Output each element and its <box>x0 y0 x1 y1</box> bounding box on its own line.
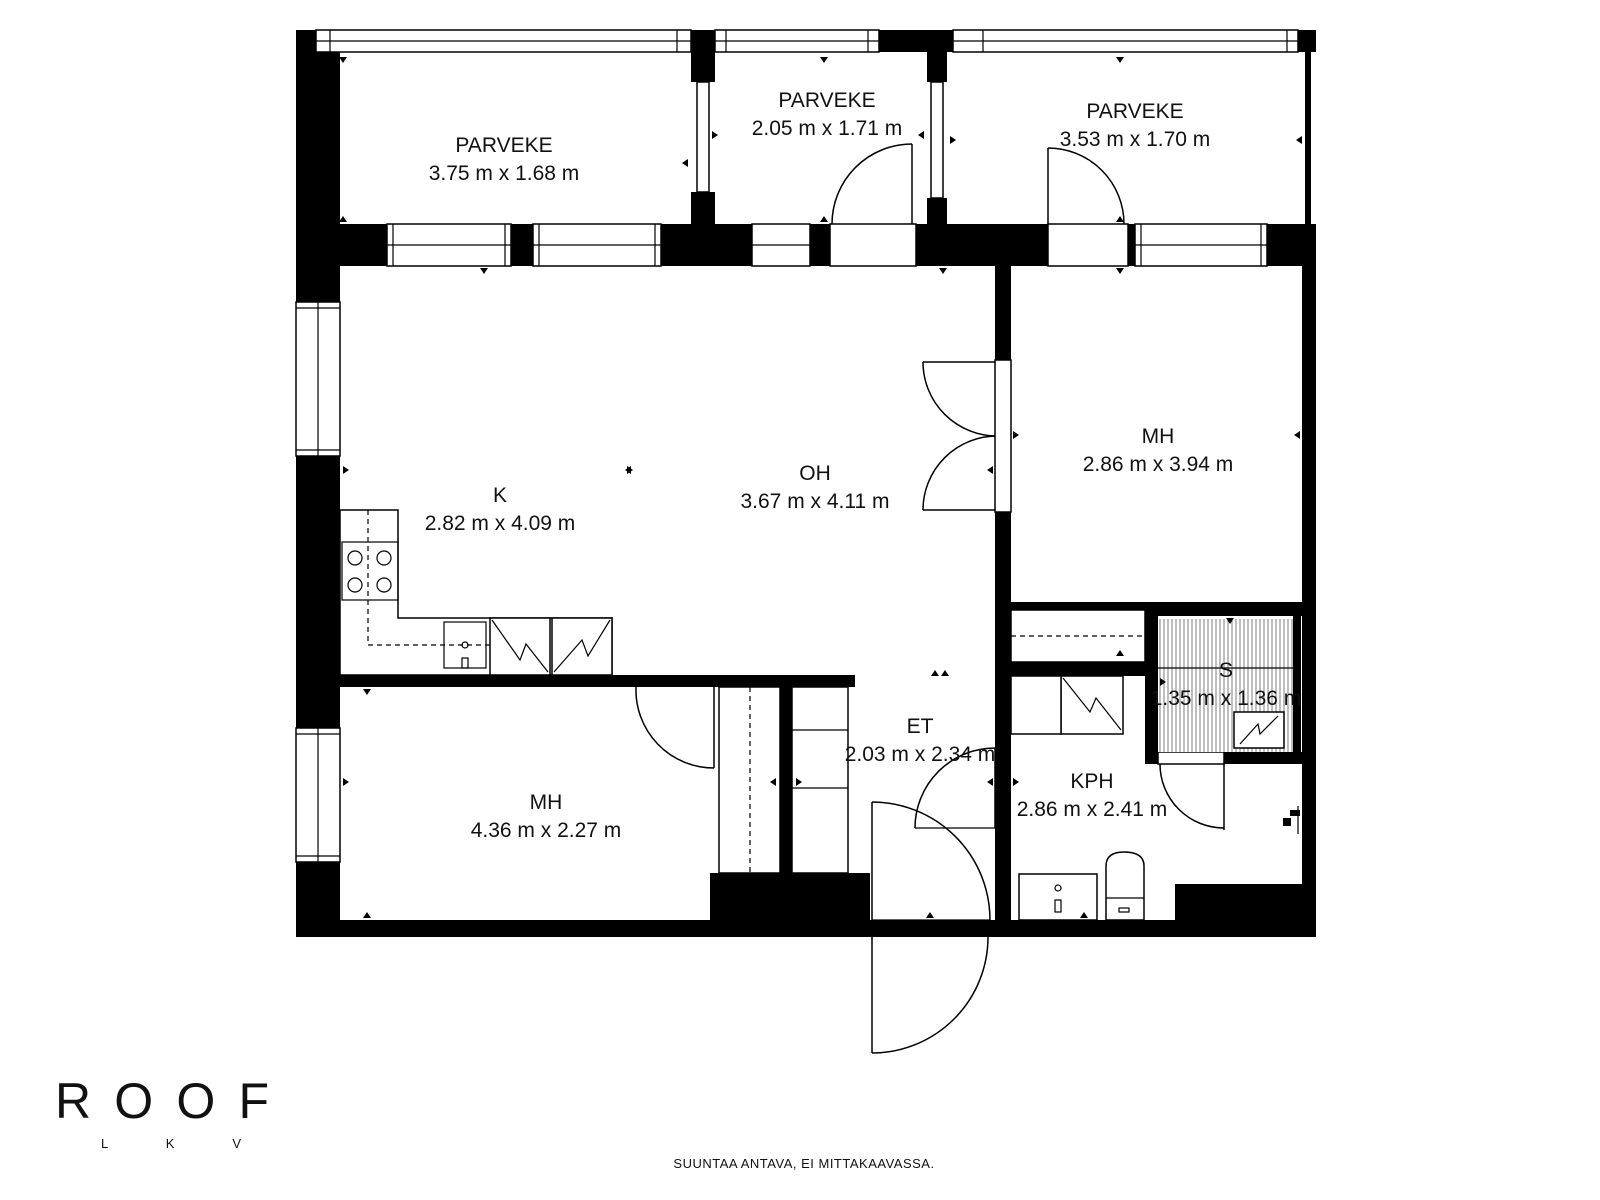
room-name: MH <box>530 791 563 814</box>
dimension-arrow <box>1080 912 1088 918</box>
room-dimensions: 4.36 m x 2.27 m <box>471 819 622 842</box>
room-dimensions: 3.53 m x 1.70 m <box>1060 128 1211 151</box>
dimension-arrow <box>820 216 828 222</box>
room-dimensions: 2.05 m x 1.71 m <box>752 117 903 140</box>
dimension-markers <box>320 57 1302 918</box>
dimension-arrow <box>918 131 924 139</box>
dimension-arrow <box>1226 618 1234 624</box>
room-living: OH 3.67 m x 4.11 m <box>740 462 889 513</box>
room-parveke-right: PARVEKE 3.53 m x 1.70 m <box>1060 100 1211 151</box>
dimension-arrow <box>987 778 993 786</box>
logo-wordmark: ROOF <box>55 1073 277 1129</box>
room-kitchen: K 2.82 m x 4.09 m <box>425 484 576 535</box>
dimension-arrow <box>1013 431 1019 439</box>
windows <box>295 29 1299 863</box>
dimension-arrow <box>339 57 347 63</box>
room-name: K <box>493 484 507 507</box>
room-name: OH <box>799 462 831 485</box>
dimension-arrow <box>950 136 956 144</box>
stove-icon <box>341 541 399 601</box>
room-sauna: S 1.35 m x 1.36 m <box>1151 659 1302 710</box>
dimension-arrow <box>939 268 947 274</box>
dimension-arrow <box>343 466 349 474</box>
dimension-arrow <box>712 131 718 139</box>
room-dimensions: 3.67 m x 4.11 m <box>740 490 889 513</box>
sauna-stove-icon <box>1233 711 1285 749</box>
dimension-arrow <box>627 466 633 474</box>
room-parveke-left: PARVEKE 3.75 m x 1.68 m <box>429 134 580 185</box>
dimension-arrow <box>926 912 934 918</box>
room-parveke-middle: PARVEKE 2.05 m x 1.71 m <box>752 89 903 140</box>
dimension-arrow <box>796 778 802 786</box>
dimension-arrow <box>320 159 326 167</box>
dimension-arrow <box>1294 431 1300 439</box>
toilet-icon <box>1105 851 1145 921</box>
room-name: PARVEKE <box>455 134 552 157</box>
dimension-arrow <box>1116 650 1124 656</box>
dimension-arrow <box>1116 216 1124 222</box>
logo-subtitle: L K V <box>101 1136 241 1151</box>
dimension-arrow <box>1013 778 1019 786</box>
room-dimensions: 1.35 m x 1.36 m <box>1151 687 1302 710</box>
room-labels: PARVEKE 3.75 m x 1.68 m PARVEKE 2.05 m x… <box>425 89 1302 842</box>
room-bedroom-left: MH 4.36 m x 2.27 m <box>471 791 622 842</box>
dimension-arrow <box>682 159 688 167</box>
bathroom-sink-icon <box>1018 873 1098 921</box>
dimension-arrow <box>1296 136 1302 144</box>
dimension-arrow <box>770 778 776 786</box>
dimension-arrow <box>941 670 949 676</box>
room-dimensions: 3.75 m x 1.68 m <box>429 162 580 185</box>
room-name: KPH <box>1070 770 1113 793</box>
room-name: PARVEKE <box>1086 100 1183 123</box>
room-name: S <box>1219 659 1233 682</box>
dimension-arrow <box>1116 57 1124 63</box>
dimension-arrow <box>363 912 371 918</box>
dimension-arrow <box>363 689 371 695</box>
roof-lkv-logo: ROOF L K V <box>55 1073 277 1151</box>
dimension-arrow <box>987 466 993 474</box>
room-dimensions: 2.82 m x 4.09 m <box>425 512 576 535</box>
room-bathroom: KPH 2.86 m x 2.41 m <box>1017 770 1168 821</box>
room-name: MH <box>1142 425 1175 448</box>
room-name: ET <box>907 715 934 738</box>
shower-icon <box>1283 806 1300 834</box>
dimension-arrow <box>820 57 828 63</box>
room-dimensions: 2.86 m x 3.94 m <box>1083 453 1234 476</box>
dimension-arrow <box>1160 678 1166 686</box>
room-hall: ET 2.03 m x 2.34 m <box>845 715 996 766</box>
dimension-arrow <box>339 216 347 222</box>
dimension-arrow <box>480 268 488 274</box>
room-dimensions: 2.86 m x 2.41 m <box>1017 798 1168 821</box>
dimension-arrow <box>931 670 939 676</box>
kitchen-sink-icon <box>443 621 487 669</box>
disclaimer-text: SUUNTAA ANTAVA, EI MITTAKAAVASSA. <box>673 1156 934 1171</box>
fixtures <box>339 509 1300 921</box>
room-name: PARVEKE <box>778 89 875 112</box>
dimension-arrow <box>1116 268 1124 274</box>
room-dimensions: 2.03 m x 2.34 m <box>845 743 996 766</box>
room-bedroom-right: MH 2.86 m x 3.94 m <box>1083 425 1234 476</box>
dimension-arrow <box>343 778 349 786</box>
